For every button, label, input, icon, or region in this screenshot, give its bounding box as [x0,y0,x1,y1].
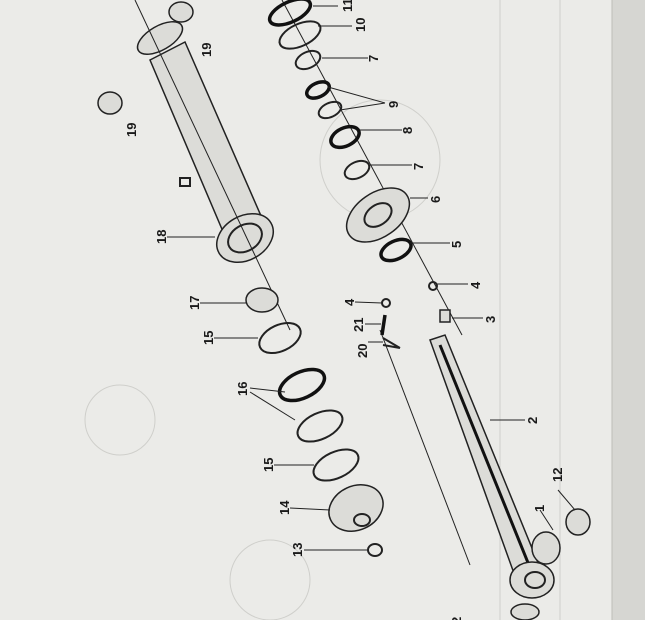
callout-16: 16 [235,382,250,396]
callout-7-lower: 7 [411,163,426,170]
assembly-leader [134,0,291,331]
bushing-1 [531,531,561,565]
callout-3: 3 [483,316,498,323]
ring-9b [317,100,343,120]
callout-9: 9 [386,101,401,108]
ring-11 [267,0,313,27]
bushing-12 [565,508,591,536]
ring-7a [294,49,322,71]
bleed-through-ghost [84,0,561,620]
callout-4-left: 4 [342,298,357,306]
washer-4 [428,281,438,291]
nut-17 [245,287,279,313]
ring-16a [277,367,327,403]
callout-21: 21 [351,318,366,332]
callout-15-lower: 15 [261,458,276,472]
ring-15b [312,448,360,482]
piston-rod [429,334,555,620]
callout-7-upper: 7 [366,55,381,62]
callout-4-right: 4 [468,281,483,289]
callout-1: 1 [532,505,547,512]
ring-10 [278,20,322,50]
piston-leader [379,329,471,566]
callout-5: 5 [449,241,464,248]
callout-11: 11 [340,0,355,12]
callout-labels: 11 10 7 9 8 7 6 5 4 3 4 21 20 2 1 12 13 … [124,0,565,620]
seal-5 [379,237,413,263]
callout-6: 6 [428,196,443,203]
callout-10: 10 [353,18,368,32]
callout-19-left: 19 [124,123,139,137]
callout-13: 13 [290,543,305,557]
washer-4b [381,298,391,308]
pin-20 [382,337,401,349]
bushing-19-top [168,1,194,23]
bolt-21 [380,314,387,336]
ring-7b [343,159,371,181]
callout-15-upper: 15 [201,331,216,345]
leader-lines [167,5,576,551]
seal-8 [329,124,361,150]
callout-17: 17 [187,296,202,310]
piston-14 [328,484,384,532]
ring-9a [304,80,332,100]
ring-15a [258,321,302,355]
callout-14: 14 [277,500,292,515]
callout-8: 8 [400,127,415,134]
bushing-19-left [97,91,123,115]
page-edge [612,0,645,620]
callout-2-bottom: 2 [449,617,464,620]
gland-6 [345,187,411,243]
callout-20: 20 [355,344,370,358]
ring-16b [296,409,344,443]
bolt-3 [439,309,451,323]
o-ring-13 [367,543,383,557]
callout-18: 18 [154,230,169,244]
callout-12: 12 [550,468,565,482]
ring-axis [281,0,463,336]
callout-19-top: 19 [199,43,214,57]
callout-2-rod: 2 [525,417,540,424]
